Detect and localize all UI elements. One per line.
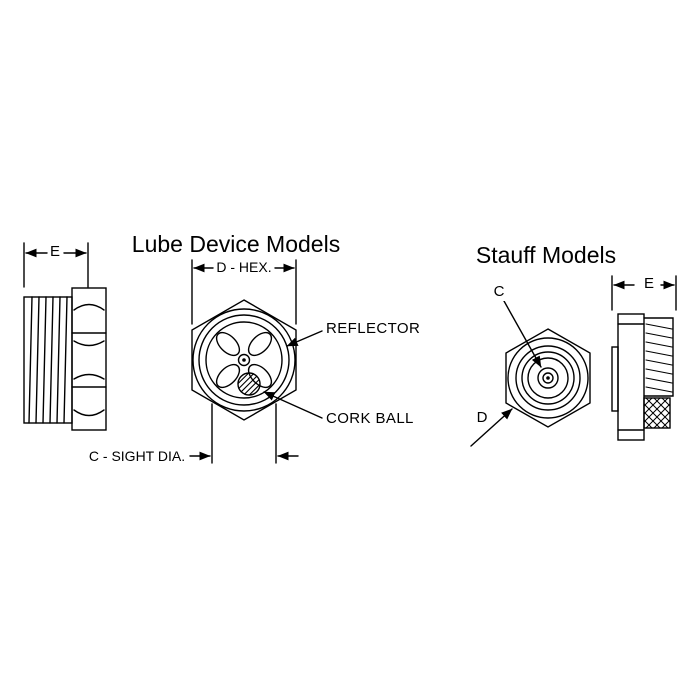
- lube-title: Lube Device Models: [131, 231, 341, 258]
- lube-bezel-inner-circle: [198, 314, 290, 406]
- stauff-ring-1: [507, 337, 589, 419]
- stauff-d-dim-arrow: [470, 408, 513, 447]
- stauff-thread-lines: [645, 323, 673, 393]
- stauff-knurl-hatch-b: [643, 397, 671, 429]
- lube-cork-ball-hatching: [237, 372, 261, 396]
- callout-reflector: REFLECTOR: [326, 320, 421, 338]
- stauff-body-lines: [617, 323, 645, 431]
- lube-reflector-petal-nw: [215, 331, 241, 357]
- stauff-ring-6: [542, 372, 554, 384]
- lube-sight-glass-circle: [205, 321, 283, 399]
- stauff-hexagon-outline: [505, 328, 591, 428]
- lube-hex-chamfer-arcs: [73, 303, 105, 417]
- stauff-ring-3: [521, 351, 575, 405]
- stauff-ring-2: [515, 345, 581, 411]
- dim-label-e-lube: E: [47, 243, 63, 261]
- dim-label-d-stauff: D: [474, 409, 490, 427]
- lube-side-view-drawing: [23, 242, 107, 431]
- stauff-center-dot: [546, 376, 550, 380]
- lube-dim-dhex-extension-lines: [191, 259, 297, 325]
- callout-cork-ball: CORK BALL: [326, 410, 414, 428]
- lube-reflector-center-ring: [237, 353, 251, 367]
- dim-label-c-stauff: C: [491, 283, 507, 301]
- cork-ball-leader-line: [263, 391, 323, 419]
- stauff-thread-outline: [643, 317, 674, 397]
- lube-front-view-drawing: [189, 259, 323, 464]
- stauff-lens-protrusion: [611, 346, 619, 412]
- lube-dim-e-extension-lines: [23, 242, 89, 288]
- stauff-c-leader-line: [503, 300, 542, 368]
- stauff-title: Stauff Models: [475, 242, 617, 269]
- dim-label-e-stauff: E: [641, 275, 657, 293]
- stauff-body: [617, 313, 645, 441]
- dim-label-c-sight-dia: C - SIGHT DIA.: [86, 448, 188, 465]
- lube-hex-head: [71, 287, 107, 431]
- lube-reflector-petal-ne: [247, 331, 273, 357]
- stauff-knurl-block: [643, 397, 671, 429]
- stauff-front-view-drawing: [470, 300, 591, 447]
- lube-dim-c-extension-lines: [211, 403, 277, 464]
- lube-hex-face-lines: [71, 332, 107, 388]
- lube-bezel-outer-circle: [192, 308, 296, 412]
- stauff-ring-4: [527, 357, 569, 399]
- lube-reflector-center-dot: [242, 358, 246, 362]
- reflector-leader-line: [286, 330, 323, 347]
- lube-hexagon-outline: [191, 299, 297, 421]
- stauff-dim-e-extension-lines: [611, 275, 677, 311]
- lube-reflector-petal-sw: [215, 363, 241, 389]
- lube-reflector-petal-se: [247, 363, 273, 389]
- dim-label-d-hex: D - HEX.: [214, 259, 274, 276]
- stauff-ring-5: [537, 367, 559, 389]
- stauff-knurl-hatch-a: [643, 397, 671, 429]
- stauff-side-view-drawing: [611, 275, 677, 441]
- lube-thread-lines: [28, 296, 68, 424]
